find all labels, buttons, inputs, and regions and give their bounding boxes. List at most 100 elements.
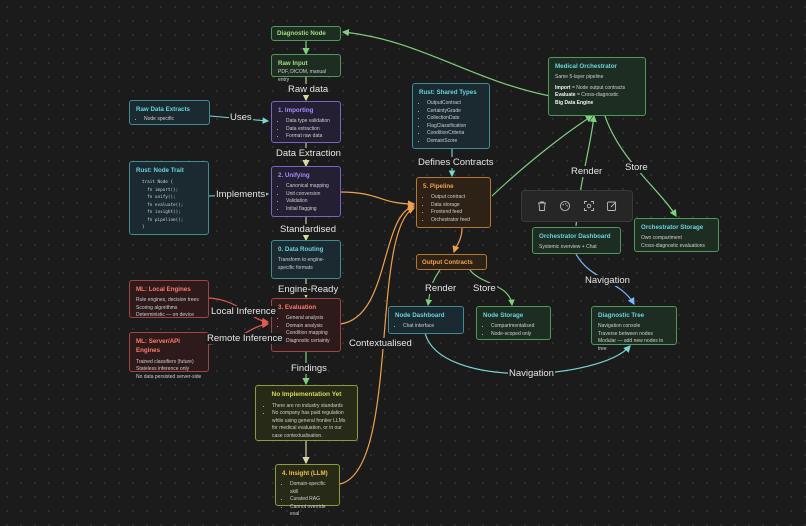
importing-title: 1. Importing [278, 107, 314, 114]
insight-title: 4. Insight (LLM) [282, 470, 328, 477]
medical-orchestrator-node[interactable]: Medical Orchestrator Same 5-layer pipeli… [548, 57, 646, 116]
edge-pipeline-orch [491, 115, 594, 197]
diagnostic-tree-title: Diagnostic Tree [598, 312, 645, 319]
medical-orchestrator-evaluate: Evaluate = Cross-diagnostic [555, 92, 619, 99]
importing-node[interactable]: 1. Importing Data type validation Data e… [271, 101, 341, 143]
medical-orchestrator-import: Import = Node output contracts [555, 84, 626, 91]
diagnostic-tree-line: Traverse between nodes [598, 330, 653, 337]
orchestrator-storage-line: Cross-diagnostic evaluations [641, 242, 705, 249]
output-contracts-title: Output Contracts [422, 259, 473, 266]
ml-local-engines-title: ML: Local Engines [136, 286, 191, 293]
orchestrator-dashboard-node[interactable]: Orchestrator Dashboard Systemic overview… [532, 227, 621, 254]
node-dashboard-list: Chat interface [395, 323, 457, 331]
list-item: No company has paid regulation while usi… [272, 410, 349, 440]
edge-label-remote-inference: Remote Inference [206, 333, 284, 344]
importing-list: Data type validation Data extraction For… [278, 118, 334, 141]
unifying-title: 2. Unifying [278, 172, 310, 179]
list-item: Output contract [431, 194, 484, 202]
list-item: Data type validation [286, 118, 334, 126]
node-storage-title: Node Storage [483, 312, 524, 319]
list-item: Chat interface [403, 323, 457, 331]
list-item: Compartmentalised [491, 323, 544, 331]
insight-node[interactable]: 4. Insight (LLM) Domain-specific skill C… [275, 464, 340, 517]
list-item: Canonical mapping [286, 183, 334, 191]
list-item: Curated RAG [290, 496, 333, 504]
edge-label-render-bottom: Render [424, 283, 458, 294]
list-item: Node-scoped only [491, 331, 544, 339]
list-item: Frontend feed [431, 209, 484, 217]
ml-server-engines-node[interactable]: ML: Server/API Engines Trained classifie… [129, 332, 209, 380]
evaluation-title: 3. Evaluation [278, 304, 317, 311]
edge-label-navigation-top: Navigation [584, 275, 631, 286]
edit-icon[interactable] [604, 198, 620, 214]
edge-label-findings: Findings [290, 363, 328, 374]
palette-icon[interactable] [557, 198, 573, 214]
focus-icon[interactable] [581, 198, 597, 214]
list-item: Data storage [431, 202, 484, 210]
medical-orchestrator-title: Medical Orchestrator [555, 63, 617, 70]
shared-types-node[interactable]: Rust: Shared Types OutputContract Certai… [412, 83, 490, 149]
pipeline-list: Output contract Data storage Frontend fe… [423, 194, 484, 224]
edge-label-render-top: Render [570, 166, 604, 177]
orchestrator-storage-title: Orchestrator Storage [641, 224, 704, 231]
diagnostic-node-title: Diagnostic Node [277, 30, 326, 37]
raw-data-extracts-title: Raw Data Extracts [136, 106, 190, 113]
orchestrator-dashboard-desc: Systemic overview + Chat [539, 244, 597, 251]
list-item: Condition mapping [286, 330, 334, 338]
node-dashboard-title: Node Dashboard [395, 312, 445, 319]
selection-toolbar [521, 190, 633, 222]
ml-local-engines-line: Rule engines, decision trees [136, 297, 199, 304]
ml-server-engines-title: ML: Server/API Engines [136, 338, 181, 355]
list-item: CollectionDate [427, 115, 483, 123]
no-implementation-title: No Implementation Yet [271, 391, 342, 398]
list-item: CertaintyGrade [427, 108, 483, 116]
diagnostic-tree-line: Navigation console [598, 323, 641, 330]
list-item: Validation [286, 198, 334, 206]
trash-icon[interactable] [534, 198, 550, 214]
raw-data-extracts-node[interactable]: Raw Data Extracts Node specific [129, 100, 210, 125]
list-item: Format raw data [286, 133, 334, 141]
list-item: ConditionCriteria [427, 130, 483, 138]
edge-label-store-bottom: Store [472, 283, 497, 294]
data-routing-desc: Transform to engine-specific formats [278, 257, 325, 271]
unifying-list: Canonical mapping Unit conversion Valida… [278, 183, 334, 213]
ml-server-engines-line: No data persisted server-side [136, 373, 202, 380]
edge-label-uses: Uses [229, 112, 253, 123]
list-item: Domain-specific skill [290, 481, 333, 496]
no-implementation-list: There are no industry standards No compa… [264, 403, 349, 441]
edge-label-engine-ready: Engine-Ready [277, 284, 340, 295]
pipeline-node[interactable]: 5. Pipeline Output contract Data storage… [416, 177, 491, 228]
evaluation-list: General analysis Domain analysis Conditi… [278, 315, 334, 345]
output-contracts-node[interactable]: Output Contracts [416, 254, 487, 270]
list-item: Cannot override eval [290, 504, 333, 519]
edge-label-raw-data: Raw data [287, 84, 330, 95]
shared-types-list: OutputContract CertaintyGrade Collection… [419, 100, 483, 145]
raw-input-node[interactable]: Raw Input PDF, DICOM, manual entry [271, 54, 341, 83]
no-implementation-node[interactable]: No Implementation Yet There are no indus… [255, 385, 358, 441]
list-item: There are no industry standards [272, 403, 349, 411]
node-trait-title: Rust: Node Trait [136, 167, 184, 174]
edge-label-local-inference: Local Inference [210, 306, 277, 317]
edge-label-implements: Implements [215, 189, 267, 200]
list-item: Data extraction [286, 126, 334, 134]
edge-eval-pipeline [339, 204, 416, 325]
edge-label-store-top: Store [624, 162, 649, 173]
data-routing-node[interactable]: 0. Data Routing Transform to engine-spec… [271, 240, 341, 279]
raw-input-title: Raw Input [278, 60, 308, 67]
diagnostic-node[interactable]: Diagnostic Node [271, 26, 341, 41]
unifying-node[interactable]: 2. Unifying Canonical mapping Unit conve… [271, 166, 341, 217]
node-storage-node[interactable]: Node Storage Compartmentalised Node-scop… [476, 306, 551, 340]
medical-orchestrator-desc: Same 5-layer pipeline [555, 74, 604, 81]
node-trait-node[interactable]: Rust: Node Trait trait Node { fn import(… [129, 161, 209, 235]
diagnostic-tree-line: Modular — add new nodes to tree [598, 338, 664, 352]
ml-local-engines-line: Scoring algorithms [136, 304, 178, 311]
list-item: Orchestrator feed [431, 217, 484, 225]
list-item: DomainScore [427, 138, 483, 146]
diagnostic-tree-node[interactable]: Diagnostic Tree Navigation console Trave… [591, 306, 677, 352]
ml-local-engines-node[interactable]: ML: Local Engines Rule engines, decision… [129, 280, 209, 318]
edge-label-data-extraction: Data Extraction [275, 148, 342, 159]
node-dashboard-node[interactable]: Node Dashboard Chat interface [388, 306, 464, 334]
list-item: OutputContract [427, 100, 483, 108]
orchestrator-storage-node[interactable]: Orchestrator Storage Own compartment Cro… [634, 218, 719, 252]
